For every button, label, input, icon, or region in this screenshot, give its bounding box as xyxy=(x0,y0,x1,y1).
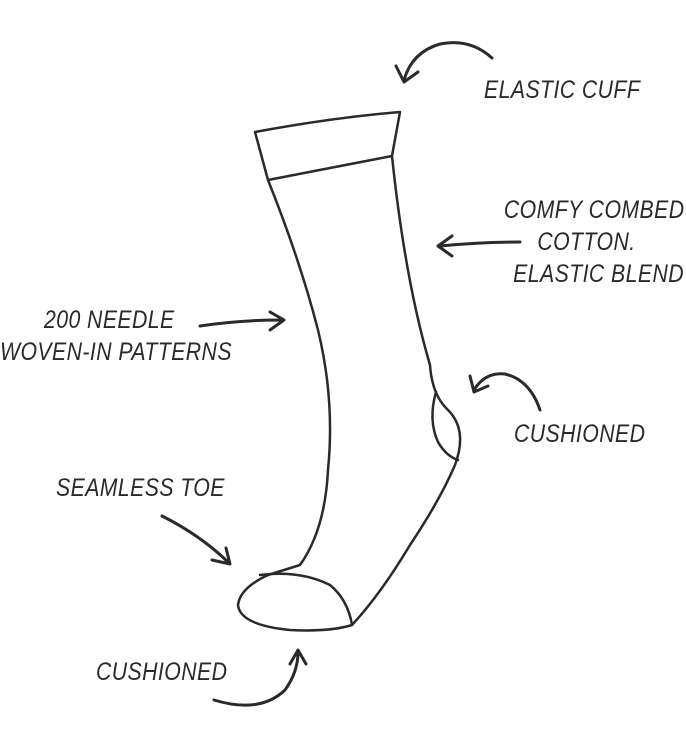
arrow-heel xyxy=(468,372,542,412)
arrow-sole xyxy=(212,648,308,707)
label-cotton-line2: COTTON. xyxy=(537,228,636,256)
label-cotton-line3: ELASTIC BLEND xyxy=(513,260,684,288)
sock-outline xyxy=(236,110,462,632)
toe-cap xyxy=(258,572,354,627)
label-elastic-cuff: ELASTIC CUFF xyxy=(484,76,641,104)
arrow-elastic-cuff xyxy=(394,41,494,84)
arrows xyxy=(160,41,542,707)
label-needle-line1: 200 NEEDLE xyxy=(44,306,175,334)
label-cotton-line1: COMFY COMBED xyxy=(503,196,684,224)
label-heel-cushioned: CUSHIONED xyxy=(514,420,646,448)
arrow-cotton xyxy=(436,234,522,258)
heel-cushion xyxy=(431,390,460,462)
arrow-toe xyxy=(160,514,232,566)
label-sole-cushioned: CUSHIONED xyxy=(96,658,228,686)
arrow-needle xyxy=(198,310,286,332)
label-seamless-toe: SEAMLESS TOE xyxy=(56,474,225,502)
label-needle-line2: WOVEN-IN PATTERNS xyxy=(0,338,232,366)
